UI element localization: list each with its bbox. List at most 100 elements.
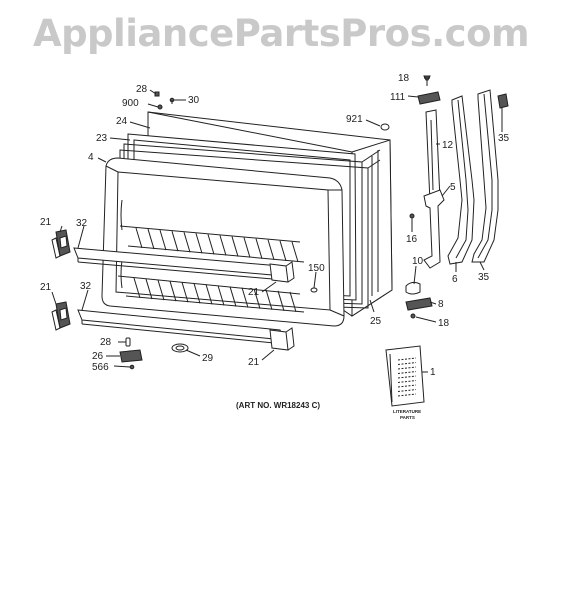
callout-8: 8 bbox=[438, 299, 444, 310]
literature-label-line2: PARTS bbox=[400, 415, 415, 420]
screw-566[interactable] bbox=[129, 364, 135, 370]
shelf-rib bbox=[147, 228, 155, 250]
door-handle-6[interactable] bbox=[447, 95, 475, 265]
hinge-bracket-5[interactable] bbox=[423, 189, 445, 269]
shelf-end-cap-upper-right[interactable] bbox=[269, 261, 295, 283]
shelf-rib bbox=[253, 288, 261, 309]
screw-18-bottom[interactable] bbox=[410, 313, 416, 319]
shelf-rib bbox=[255, 238, 263, 259]
handle-cap-35[interactable] bbox=[497, 93, 509, 109]
shelf-rib bbox=[157, 279, 165, 301]
shelf-rib bbox=[169, 281, 177, 302]
shelf-rib bbox=[207, 234, 215, 255]
shelf-rib bbox=[133, 277, 141, 299]
cam-10[interactable] bbox=[405, 281, 421, 295]
literature-booklet[interactable] bbox=[385, 345, 425, 407]
callout-21-upper-left: 21 bbox=[40, 217, 52, 228]
lower-shelf-ribs bbox=[117, 275, 305, 313]
shelf-rib bbox=[279, 240, 287, 261]
callout-18-top: 18 bbox=[398, 73, 410, 84]
callout-900: 900 bbox=[122, 98, 139, 109]
plug-921[interactable] bbox=[380, 123, 390, 131]
callout-24: 24 bbox=[116, 116, 128, 127]
shelf-rib bbox=[243, 237, 251, 258]
leader-lines bbox=[51, 77, 503, 373]
screw-150[interactable] bbox=[310, 287, 318, 293]
callout-18-bottom: 18 bbox=[438, 318, 450, 329]
callout-28-bottom: 28 bbox=[100, 337, 112, 348]
callout-21-lower-right: 21 bbox=[248, 357, 260, 368]
callout-4: 4 bbox=[88, 152, 94, 163]
shelf-rib bbox=[291, 241, 299, 263]
callout-1: 1 bbox=[430, 367, 436, 378]
shelf-rib bbox=[277, 290, 285, 311]
hinge-plate-12[interactable] bbox=[425, 109, 441, 203]
shelf-rib bbox=[171, 231, 179, 252]
shelf-rib bbox=[205, 284, 213, 305]
shelf-rib bbox=[159, 229, 167, 251]
callout-566: 566 bbox=[92, 362, 109, 373]
callout-10: 10 bbox=[412, 256, 424, 267]
shelf-rib bbox=[219, 235, 227, 256]
literature-text-line bbox=[397, 393, 417, 397]
door-handle-35[interactable] bbox=[471, 89, 499, 263]
callout-32-lower: 32 bbox=[80, 281, 92, 292]
callout-35-top: 35 bbox=[498, 133, 510, 144]
callout-30: 30 bbox=[188, 95, 200, 106]
hinge-bracket-111[interactable] bbox=[417, 91, 441, 105]
shelf-rib bbox=[135, 227, 143, 249]
hinge-pin-8[interactable] bbox=[405, 297, 433, 311]
door-inner-liner[interactable] bbox=[101, 157, 345, 327]
callout-12: 12 bbox=[442, 140, 454, 151]
callout-29: 29 bbox=[202, 353, 214, 364]
literature-text-line bbox=[397, 362, 417, 365]
shelf-rib bbox=[289, 291, 297, 313]
shelf-end-cap-lower-right[interactable] bbox=[269, 327, 295, 351]
literature-text-line bbox=[397, 384, 417, 388]
callout-21-upper-right: 21 bbox=[248, 287, 260, 298]
stop-26[interactable] bbox=[119, 349, 143, 363]
screw-16[interactable] bbox=[409, 213, 415, 226]
shelf-rib bbox=[265, 289, 273, 310]
callout-111: 111 bbox=[390, 92, 406, 103]
screw-28-bottom[interactable] bbox=[125, 337, 131, 347]
shelf-rib bbox=[183, 232, 191, 253]
shelf-rib bbox=[195, 233, 203, 254]
literature-text-line bbox=[397, 366, 417, 370]
shelf-rib bbox=[193, 283, 201, 304]
art-number: (ART NO. WR18243 C) bbox=[236, 401, 320, 410]
callout-921: 921 bbox=[346, 114, 363, 125]
literature-text-line bbox=[397, 375, 417, 379]
shelf-rib bbox=[267, 239, 275, 260]
literature-text-line bbox=[397, 380, 417, 383]
shelf-rib bbox=[181, 282, 189, 303]
callout-26: 26 bbox=[92, 351, 104, 362]
callout-150: 150 bbox=[308, 263, 325, 274]
callout-labels: 28 900 30 24 23 4 921 18 111 12 35 5 16 … bbox=[40, 73, 510, 378]
grommet-29[interactable] bbox=[171, 343, 189, 353]
literature-text-line bbox=[397, 357, 417, 361]
callout-35-bottom: 35 bbox=[478, 272, 490, 283]
upper-shelf-ribs bbox=[119, 225, 305, 263]
shelf-rib bbox=[229, 286, 237, 307]
shelf-end-cap-upper-left[interactable] bbox=[51, 229, 71, 259]
literature-text-line bbox=[397, 389, 417, 392]
callout-21-lower-left: 21 bbox=[40, 282, 52, 293]
shelf-rib bbox=[241, 287, 249, 308]
screw-30[interactable] bbox=[169, 97, 175, 104]
shelf-rib bbox=[217, 285, 225, 306]
callout-25: 25 bbox=[370, 316, 382, 327]
plug-900[interactable] bbox=[157, 104, 163, 110]
callout-16: 16 bbox=[406, 234, 418, 245]
callout-5: 5 bbox=[450, 182, 456, 193]
literature-label-line1: LITERATURE bbox=[393, 409, 421, 414]
shelf-end-cap-lower-left[interactable] bbox=[51, 301, 71, 331]
callout-23: 23 bbox=[96, 133, 108, 144]
literature-text-line bbox=[397, 371, 417, 374]
callout-32-upper: 32 bbox=[76, 218, 88, 229]
shelf-rib bbox=[231, 236, 239, 257]
screw-18-top[interactable] bbox=[423, 75, 431, 86]
screw-28-top[interactable] bbox=[154, 91, 160, 97]
callout-6: 6 bbox=[452, 274, 458, 285]
